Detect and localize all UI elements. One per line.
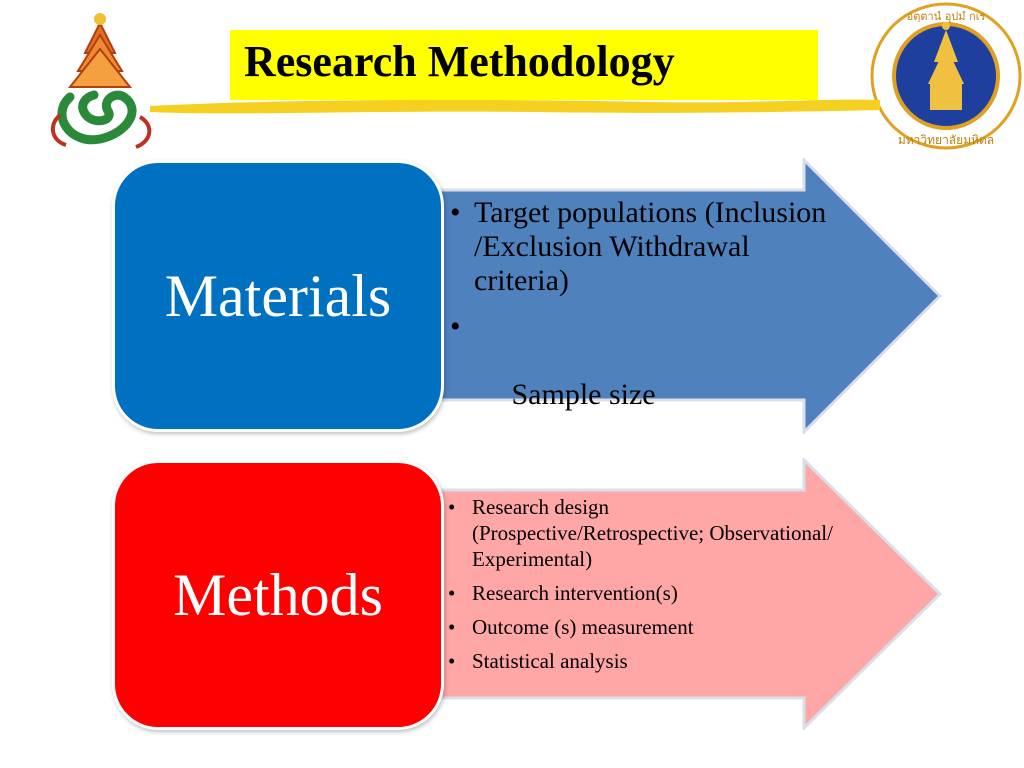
title-underline-stroke <box>150 99 880 114</box>
materials-arrow <box>380 158 943 434</box>
bullet-icon: • <box>450 196 461 229</box>
university-crest-icon <box>50 13 152 149</box>
bullet-icon: • <box>448 615 456 639</box>
page-title: Research Methodology <box>244 37 675 86</box>
list-item: • Statistical analysis <box>444 648 844 674</box>
list-item: • Outcome (s) measurement <box>444 614 844 640</box>
list-item: • Sample size <box>444 310 844 446</box>
list-item-text: Research intervention(s) <box>472 581 678 605</box>
bullet-icon: • <box>450 310 461 343</box>
bullet-icon: • <box>448 649 456 673</box>
materials-label: Materials <box>164 262 392 329</box>
materials-bullet-list: • Target populations (Inclusion /Exclusi… <box>444 196 844 458</box>
mahidol-seal-icon: อตฺตานํ อุปมํ กเร มหาวิทยาลัยมหิดล <box>870 2 1022 150</box>
list-item-text: Outcome (s) measurement <box>472 615 694 639</box>
list-item-text: Research design (Prospective/Retrospecti… <box>472 495 833 571</box>
seal-bottom-text: มหาวิทยาลัยมหิดล <box>898 133 994 147</box>
methods-label: Methods <box>173 561 383 628</box>
list-item: • Target populations (Inclusion /Exclusi… <box>444 196 844 298</box>
bullet-icon: • <box>448 495 456 519</box>
bullet-icon: • <box>448 581 456 605</box>
methods-box: Methods <box>112 460 444 730</box>
list-item-text: Target populations (Inclusion /Exclusion… <box>474 196 827 297</box>
methods-arrow <box>380 458 943 730</box>
materials-box: Materials <box>112 160 444 432</box>
title-highlight <box>230 30 818 100</box>
list-item: • Research intervention(s) <box>444 580 844 606</box>
list-item-text: Sample size <box>504 378 656 411</box>
list-item: • Research design (Prospective/Retrospec… <box>444 494 844 572</box>
list-item-text: Statistical analysis <box>472 649 628 673</box>
seal-arc-text: อตฺตานํ อุปมํ กเร <box>907 10 986 23</box>
methods-bullet-list: • Research design (Prospective/Retrospec… <box>444 494 844 682</box>
